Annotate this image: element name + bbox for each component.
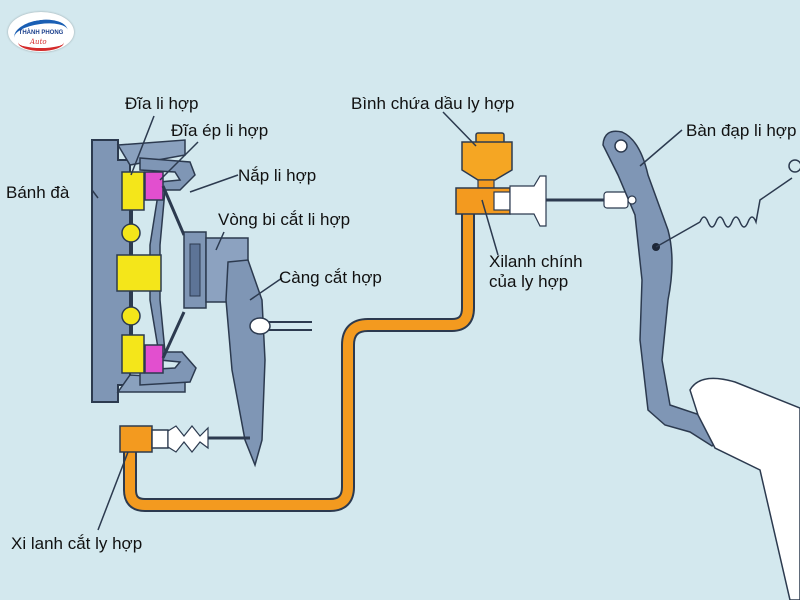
slave-cylinder-body [119,425,153,453]
label-clutch-disc: Đĩa li hợp [125,94,199,113]
hydraulic-line-fill [125,207,473,510]
logo-swoosh-red [18,34,64,51]
pedal-clevis-pin [627,195,637,205]
label-pedal: Bàn đạp li hợp [686,121,797,140]
label-master-cylinder-1: Xilanh chính [489,252,583,271]
slave-cylinder-piston [151,429,169,449]
reservoir-neck [477,179,495,189]
leader-release-bearing [215,231,225,251]
leader-clutch-disc [130,115,155,176]
label-clutch-cover: Nắp li hợp [238,166,317,185]
leader-pressure-plate [159,141,199,181]
pressure-plate-bottom [144,344,164,374]
clutch-hub [116,254,162,292]
leader-slave-cylinder [97,451,129,531]
damper-spring-top [121,223,141,243]
label-flywheel: Bánh đà [6,183,70,202]
label-pressure-plate: Đĩa ép li hợp [171,121,269,140]
leader-master-cylinder [481,199,499,256]
leader-reservoir [442,111,477,147]
spring-anchor [788,159,800,173]
leader-clutch-cover [189,174,239,193]
damper-spring-bottom [121,306,141,326]
leader-release-fork [249,277,283,301]
leader-pedal [639,129,683,167]
leader-lines [91,111,683,531]
clutch-disc-top [121,171,145,211]
master-cylinder-piston [493,191,511,211]
pedal-arm-shape [602,130,724,447]
leader-flywheel [91,189,99,199]
shoe-shape [689,377,800,600]
reservoir-shape [461,141,513,181]
release-bearing-inner [189,243,201,297]
pressure-plate-top [144,171,164,201]
label-reservoir: Bình chứa dầu ly hợp [351,94,515,113]
release-fork-shape [225,259,266,468]
clutch-disc-bottom [121,334,145,374]
logo-sub: Auto [30,38,47,46]
diaphragm-bottom [161,311,186,359]
label-release-bearing: Vòng bi cắt li hợp [218,210,351,229]
label-master-cylinder-2: của ly hợp [489,272,569,291]
pushrod-clevis [603,191,629,209]
label-release-fork: Càng cắt hợp [279,268,382,287]
fork-pivot [249,317,271,335]
thanh-phong-logo: THÀNH PHONG Auto [8,12,74,52]
logo-brand: THÀNH PHONG [18,30,64,36]
master-cylinder-boot [509,175,547,227]
diaphragm-top [161,185,186,236]
pedal-pivot [614,139,628,153]
label-slave-cylinder: Xi lanh cắt ly hợp [11,534,143,553]
return-spring [655,177,793,248]
slave-cylinder-boot [167,425,209,453]
